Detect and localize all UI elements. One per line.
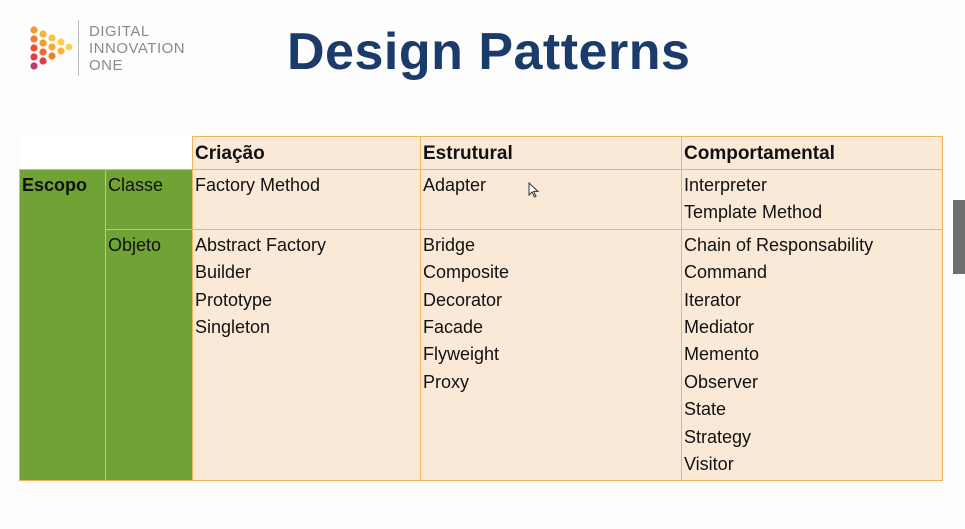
pattern-item: Template Method [684, 202, 823, 223]
slide-title: Design Patterns [287, 23, 691, 81]
mouse-cursor-icon [528, 182, 540, 198]
pattern-item: Composite [423, 262, 510, 283]
objeto-estrutural-cell: Bridge Composite Decorator Facade Flywei… [420, 228, 682, 482]
patterns-table: Criação Estrutural Comportamental Escopo… [19, 136, 943, 482]
pattern-item: Memento [684, 344, 760, 365]
pattern-item: Interpreter [684, 175, 768, 195]
pattern-item: Singleton [195, 317, 271, 338]
brand-line: INNOVATION [89, 40, 186, 57]
pattern-item: Iterator [684, 289, 742, 310]
pattern-item: Flyweight [423, 344, 500, 365]
pattern-item: Chain of Responsability [684, 234, 874, 255]
pattern-item: Observer [684, 371, 759, 392]
brand-line: DIGITAL [89, 23, 150, 40]
patterns-table-wrapper: Criação Estrutural Comportamental Escopo… [19, 136, 943, 482]
logo-divider [78, 20, 79, 76]
pattern-item: Factory Method [195, 175, 321, 195]
classe-criacao-cell: Factory Method [192, 169, 421, 230]
scrollbar-thumb[interactable] [953, 200, 965, 274]
pattern-item: State [684, 399, 727, 420]
header-estrutural: Estrutural [420, 136, 682, 170]
brand-line: ONE [89, 57, 124, 74]
pattern-item: Visitor [684, 454, 734, 475]
pattern-item: Strategy [684, 426, 752, 447]
pattern-item: Proxy [423, 371, 470, 392]
pattern-item: Decorator [423, 289, 503, 310]
pattern-item: Command [684, 262, 768, 283]
pattern-item: Abstract Factory [195, 234, 327, 255]
objeto-comportamental-cell: Chain of Responsability Command Iterator… [681, 228, 943, 482]
header-criacao: Criação [192, 136, 421, 170]
pattern-item: Mediator [684, 317, 755, 338]
classe-label: Classe [105, 169, 193, 230]
row-objeto: Objeto Abstract Factory Builder Prototyp… [20, 228, 943, 482]
classe-comportamental-cell: Interpreter Template Method [681, 169, 943, 230]
brand-name: DIGITAL INNOVATION ONE [89, 23, 185, 74]
row-classe: Escopo Classe Factory Method Adapter Int… [19, 168, 943, 482]
pattern-item: Builder [195, 262, 252, 283]
classe-estrutural-cell: Adapter [420, 169, 682, 230]
pattern-item: Prototype [195, 289, 273, 310]
pattern-item: Adapter [423, 175, 487, 195]
pattern-item: Facade [423, 317, 484, 338]
objeto-label: Objeto [105, 228, 193, 482]
logo: DIGITAL INNOVATION ONE [28, 20, 208, 78]
escopo-cell: Escopo [19, 168, 106, 482]
objeto-criacao-cell: Abstract Factory Builder Prototype Singl… [192, 228, 421, 482]
header-comportamental: Comportamental [681, 136, 943, 170]
pattern-item: Bridge [423, 234, 476, 255]
digital-innovation-one-logo-icon [30, 26, 73, 70]
header-row: Criação Estrutural Comportamental [19, 136, 943, 170]
empty-header-cell [19, 136, 193, 170]
